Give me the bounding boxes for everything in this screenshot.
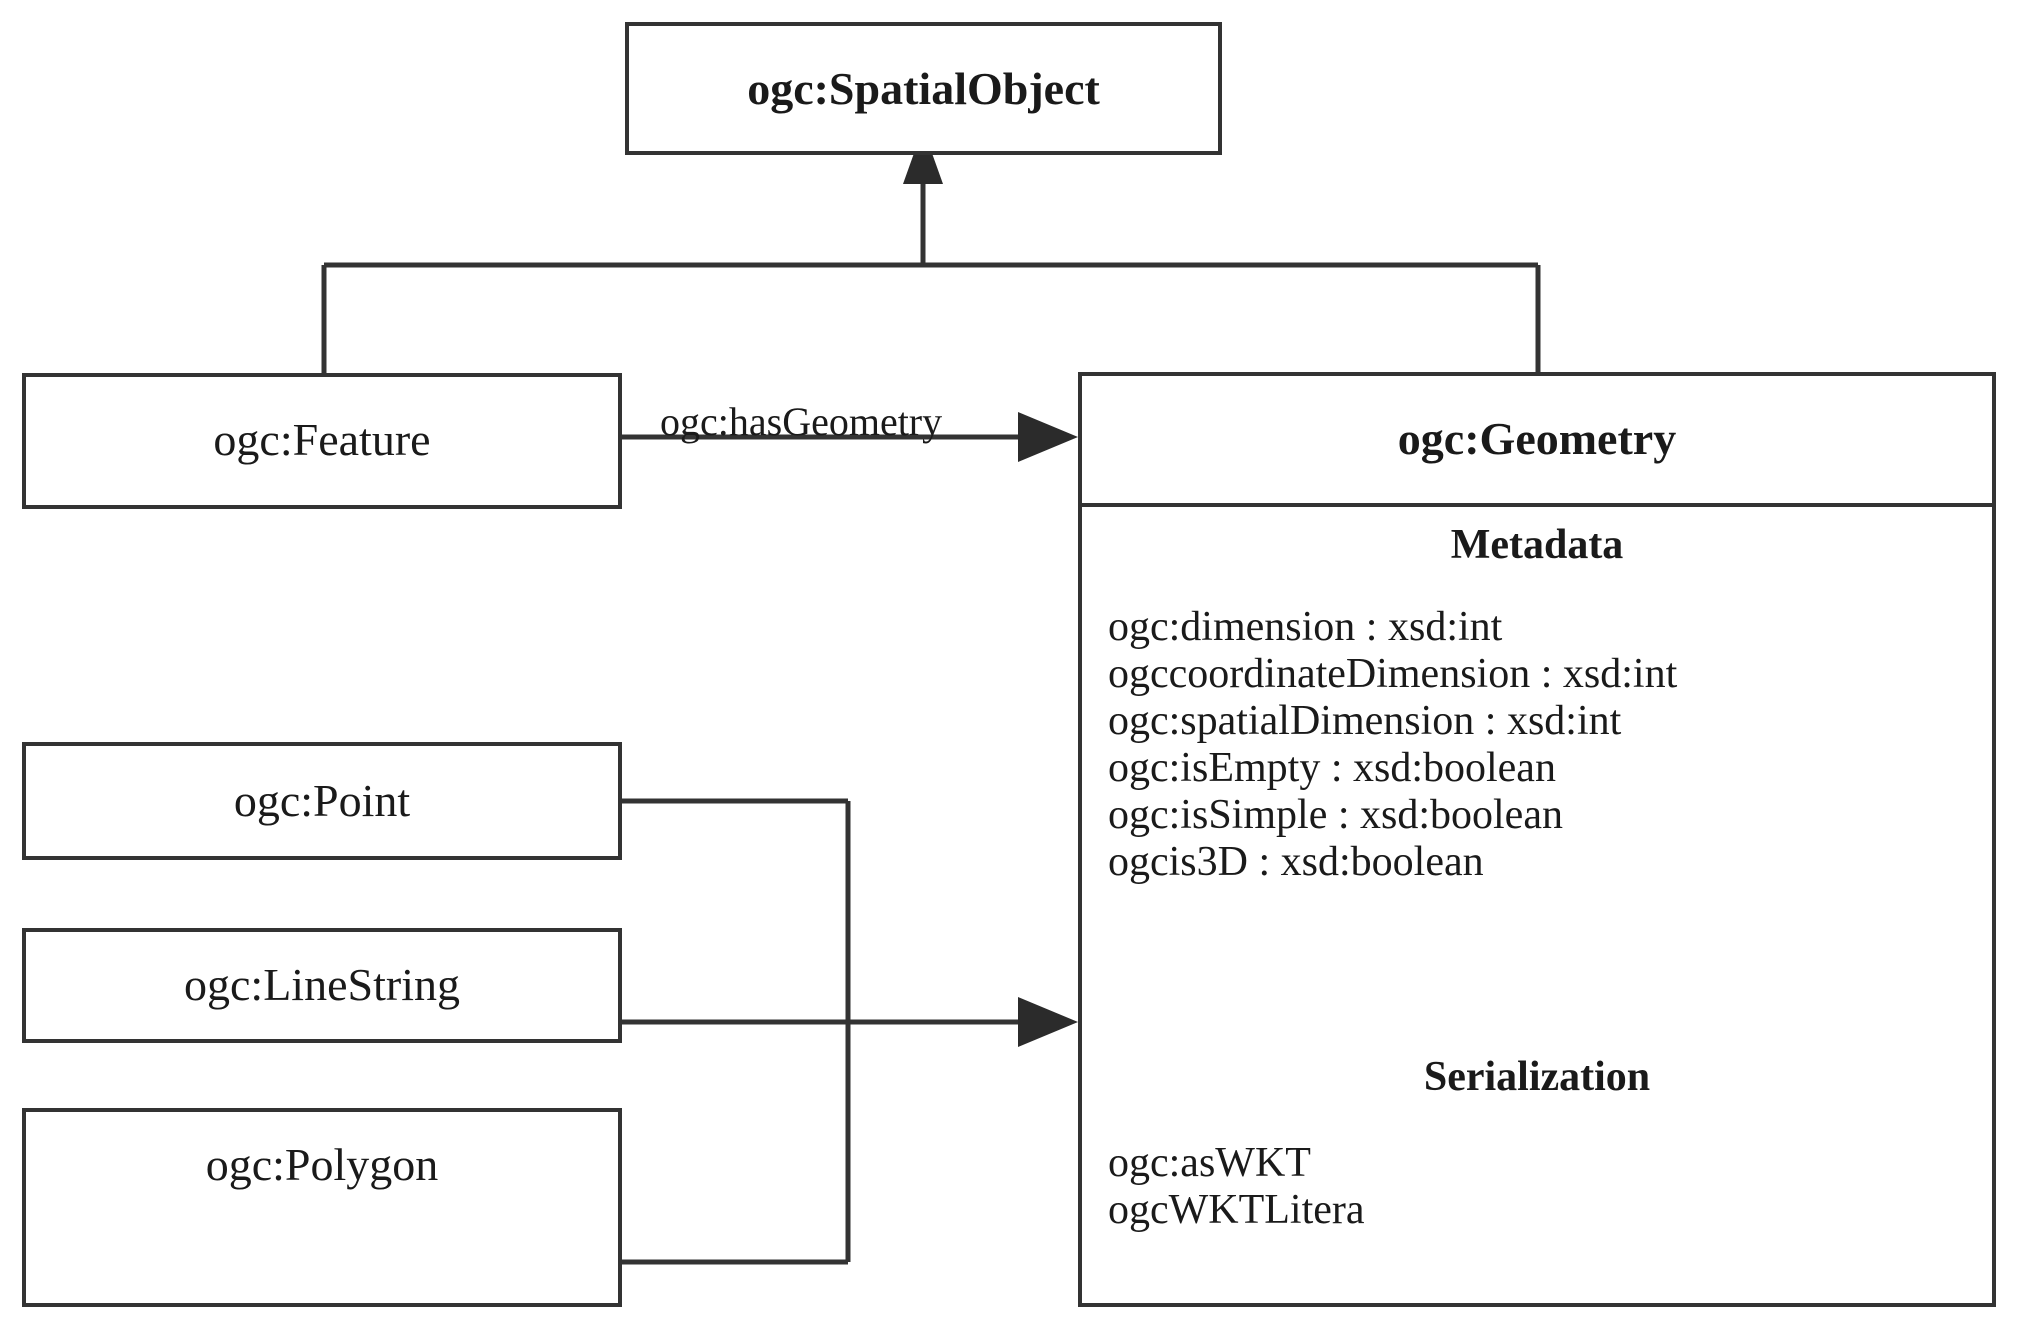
class-box-line-string[interactable]: ogc:LineString (22, 928, 622, 1043)
geometry-metadata-compartment: Metadata ogc:dimension : xsd:int ogccoor… (1082, 524, 1992, 886)
class-box-polygon[interactable]: ogc:Polygon (22, 1108, 622, 1307)
class-box-spatial-object[interactable]: ogc:SpatialObject (625, 22, 1222, 155)
generalization-edge-to-spatial-object (321, 175, 1541, 373)
geometry-serialization-attribute-list: ogc:asWKT ogcWKTLitera (1082, 1140, 1992, 1234)
geometry-metadata-heading: Metadata (1450, 522, 1624, 568)
geometry-subtype-arrowhead (1018, 997, 1078, 1047)
geometry-subtype-edge (622, 798, 1022, 1265)
attribute-item: ogc:dimension : xsd:int (1108, 604, 1503, 650)
attribute-item: ogc:asWKT (1108, 1140, 1311, 1186)
class-name-point: ogc:Point (233, 775, 411, 826)
class-name-polygon: ogc:Polygon (205, 1139, 439, 1190)
attribute-item: ogc:isEmpty : xsd:boolean (1108, 745, 1556, 792)
class-box-geometry[interactable]: ogc:Geometry Metadata ogc:dimension : xs… (1078, 372, 1996, 1307)
class-name-line-string: ogc:LineString (184, 959, 460, 1010)
edge-label-has-geometry: ogc:hasGeometry (660, 399, 943, 444)
geometry-serialization-compartment: Serialization ogc:asWKT ogcWKTLitera (1082, 1056, 1992, 1234)
attribute-item: ogcis3D : xsd:boolean (1108, 839, 1484, 886)
has-geometry-arrowhead (1018, 412, 1078, 462)
geometry-serialization-heading: Serialization (1423, 1054, 1651, 1100)
class-box-point[interactable]: ogc:Point (22, 742, 622, 860)
attribute-item: ogc:isSimple : xsd:boolean (1108, 792, 1563, 839)
attribute-item: ogcWKTLitera (1108, 1187, 1365, 1234)
geometry-header-divider (1082, 503, 1992, 507)
attribute-item: ogc:spatialDimension : xsd:int (1108, 698, 1622, 745)
class-name-geometry: ogc:Geometry (1397, 413, 1677, 464)
class-name-spatial-object: ogc:SpatialObject (747, 63, 1100, 114)
geometry-metadata-attribute-list: ogc:dimension : xsd:int ogccoordinateDim… (1082, 604, 1992, 886)
attribute-item: ogccoordinateDimension : xsd:int (1108, 651, 1678, 698)
class-name-feature: ogc:Feature (213, 414, 431, 465)
class-box-feature[interactable]: ogc:Feature (22, 373, 622, 509)
